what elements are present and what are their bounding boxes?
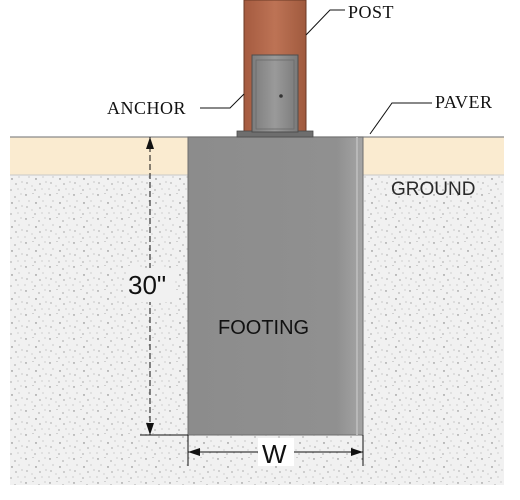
depth-label-backdrop: [126, 268, 174, 302]
width-label: W: [262, 439, 287, 469]
paver-leader: [369, 102, 432, 135]
width-label-backdrop: [258, 438, 294, 466]
post-label: POST: [348, 2, 394, 22]
anchor-leader: [200, 93, 245, 109]
width-arrow-right: [351, 448, 363, 456]
anchor: [251, 54, 299, 133]
footing-label: FOOTING: [218, 317, 309, 339]
paver-label: PAVER: [435, 92, 493, 112]
depth-label: 30": [128, 270, 166, 300]
depth-arrow-bottom: [146, 423, 154, 435]
footing-block: [187, 136, 364, 436]
anchor-label: ANCHOR: [107, 98, 186, 118]
anchor-bolt-hole: [279, 94, 283, 98]
ground-label: GROUND: [391, 179, 475, 200]
post-leader: [305, 9, 345, 36]
depth-arrow-top: [146, 137, 154, 149]
anchor-inner-face: [255, 59, 295, 130]
width-arrow-left: [188, 448, 200, 456]
